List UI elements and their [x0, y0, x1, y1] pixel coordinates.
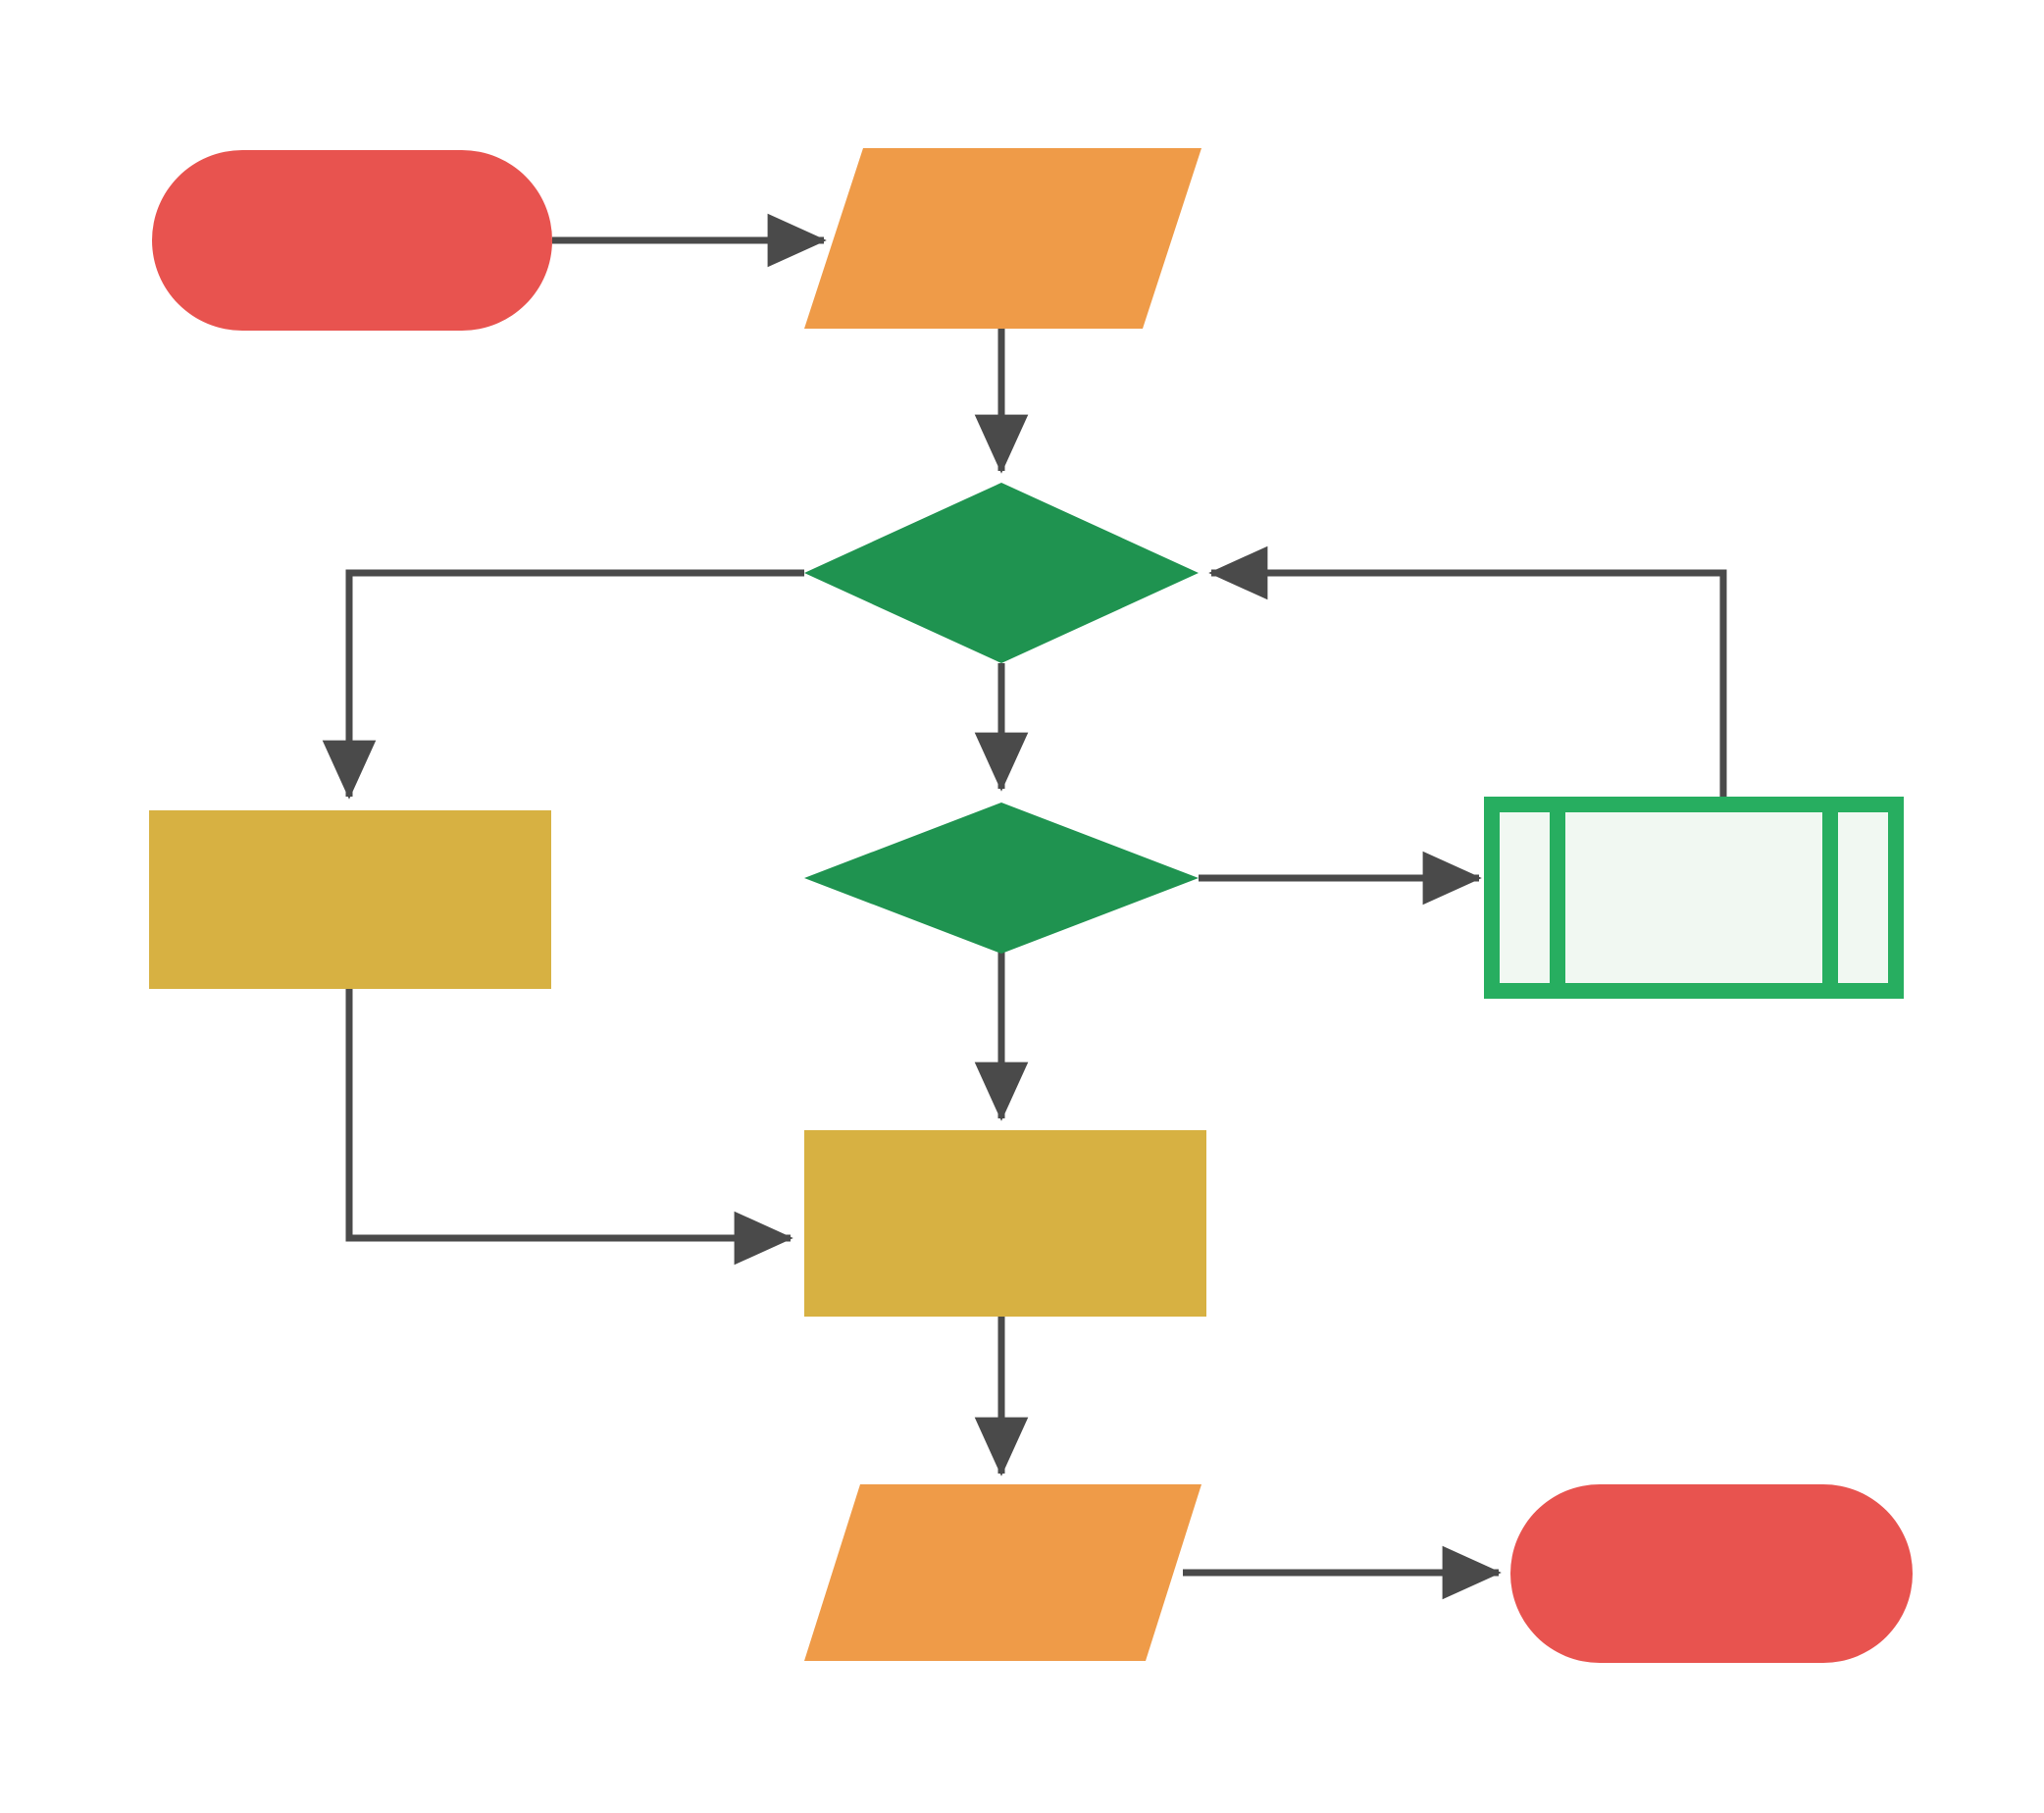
edge-decision-one-to-process-left	[322, 569, 804, 800]
decision-one-shape[interactable]	[804, 483, 1199, 663]
edge-process-left-to-process-center	[345, 989, 793, 1266]
output-io-shape[interactable]	[804, 1484, 1201, 1661]
start-terminator-shape[interactable]	[152, 150, 552, 331]
connector-layer	[322, 213, 1727, 1600]
node-layer	[149, 148, 1913, 1663]
edge-predefined-to-decision-one	[1208, 545, 1727, 804]
node-output-io[interactable]	[804, 1484, 1201, 1661]
node-end-terminator[interactable]	[1510, 1484, 1913, 1663]
node-process-center[interactable]	[804, 1130, 1206, 1317]
node-predefined-process[interactable]	[1484, 797, 1904, 999]
node-decision-two[interactable]	[804, 803, 1199, 954]
end-terminator-shape[interactable]	[1510, 1484, 1913, 1663]
process-left-shape[interactable]	[149, 810, 551, 989]
node-decision-one[interactable]	[804, 483, 1199, 663]
node-process-left[interactable]	[149, 810, 551, 989]
node-input-io[interactable]	[804, 148, 1201, 329]
process-center-shape[interactable]	[804, 1130, 1206, 1317]
decision-two-shape[interactable]	[804, 803, 1199, 954]
input-io-shape[interactable]	[804, 148, 1201, 329]
node-start-terminator[interactable]	[152, 150, 552, 331]
